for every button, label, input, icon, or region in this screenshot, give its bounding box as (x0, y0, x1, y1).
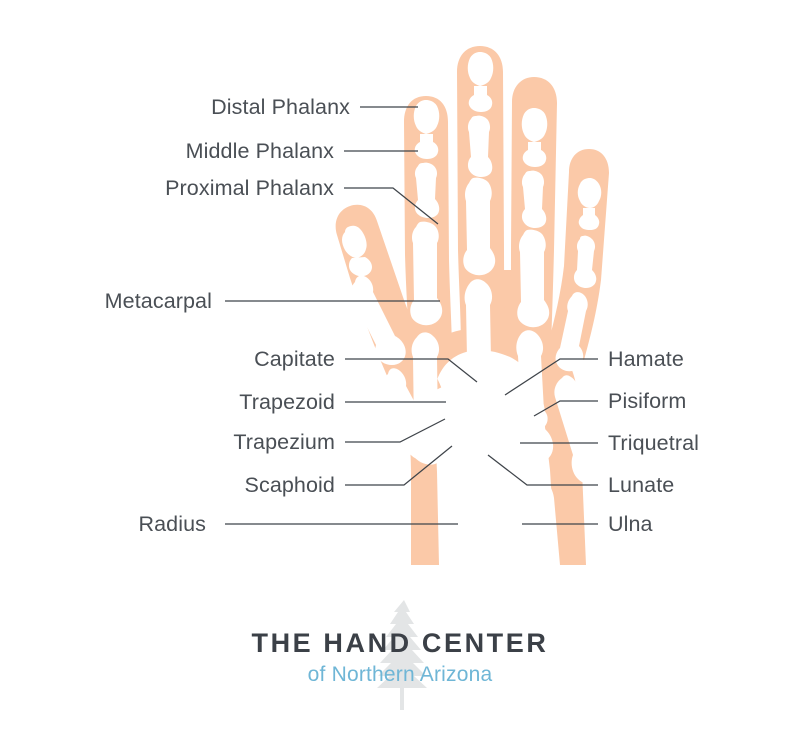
leader-scaphoid (345, 445, 453, 486)
leader-capitate (345, 358, 478, 383)
bone-pisiform (527, 406, 548, 430)
logo-sub-text: of Northern Arizona (308, 663, 493, 686)
label-lunate: Lunate (608, 473, 674, 497)
label-trapezoid: Trapezoid (239, 390, 335, 414)
bone-triquetral (512, 428, 550, 468)
bone-radius (443, 472, 489, 565)
label-scaphoid: Scaphoid (245, 473, 335, 497)
bone-ulna (526, 476, 560, 565)
pine-tree-icon (377, 600, 427, 710)
labels-right-group: Hamate Pisiform Triquetral Lunate Ulna (608, 347, 699, 536)
label-hamate: Hamate (608, 347, 684, 371)
label-ulna: Ulna (608, 512, 653, 536)
label-metacarpal: Metacarpal (105, 289, 212, 313)
label-distal-phalanx: Distal Phalanx (211, 95, 350, 119)
leader-lunate (487, 454, 598, 486)
label-trapezium: Trapezium (233, 430, 335, 454)
labels-left-group: Distal Phalanx Middle Phalanx Proximal P… (105, 95, 350, 536)
bone-structures (342, 52, 607, 565)
label-pisiform: Pisiform (608, 389, 686, 413)
bone-trapezoid (429, 386, 465, 423)
leader-hamate (504, 358, 598, 396)
leader-lines (225, 106, 598, 525)
bone-lunate (471, 446, 518, 496)
leader-pisiform (533, 400, 598, 417)
label-triquetral: Triquetral (608, 431, 699, 455)
label-radius: Radius (138, 512, 206, 536)
label-proximal-phalanx: Proximal Phalanx (165, 176, 334, 200)
label-capitate: Capitate (254, 347, 335, 371)
bone-capitate (454, 371, 502, 428)
logo-block: THE HAND CENTER of Northern Arizona (251, 600, 548, 710)
leader-proximal-phalanx (344, 187, 439, 225)
leader-trapezium (345, 418, 446, 443)
logo-primary-text: THE HAND CENTER (251, 628, 548, 658)
label-middle-phalanx: Middle Phalanx (186, 139, 335, 163)
